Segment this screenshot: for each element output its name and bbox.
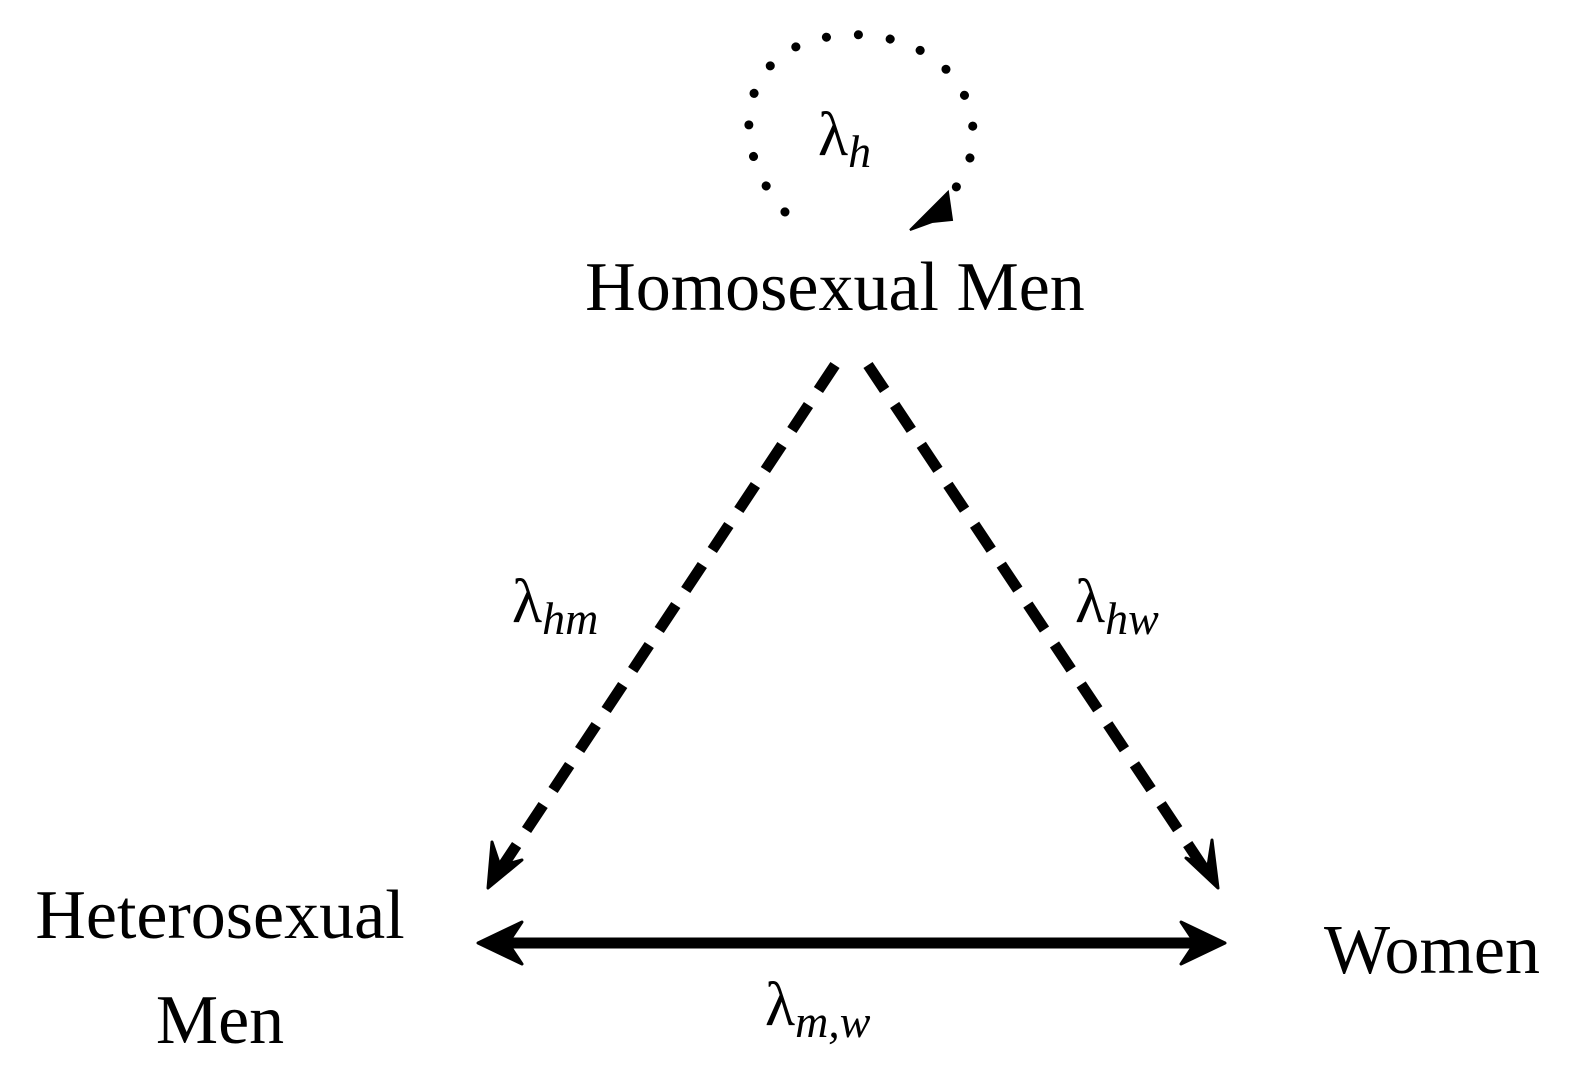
arrowhead-right [1179,920,1227,966]
lambda-mw-label: λm,w [765,971,871,1047]
lambda-hm-symbol: λ [512,568,542,636]
node-heterosexual-men-line2: Men [156,982,284,1059]
node-homosexual-men: Homosexual Men [585,249,1085,326]
arrowhead-women [1184,838,1220,890]
self-loop-arrowhead [909,189,954,231]
lambda-mw-symbol: λ [765,971,795,1039]
lambda-h-subscript: h [848,126,871,177]
node-women: Women [1324,912,1540,989]
lambda-hw-subscript: hw [1105,593,1159,644]
node-heterosexual-men-line1: Heterosexual [35,877,404,954]
arrowhead-hetero [486,840,524,890]
lambda-h-symbol: λ [818,101,848,169]
lambda-hm-label: λhm [512,568,598,644]
self-loop-edge [744,30,978,217]
edge-homo-to-women [863,361,1210,874]
lambda-hm-subscript: hm [542,593,598,644]
lambda-h-label: λh [818,101,871,177]
edge-homo-to-hetero [495,361,840,874]
lambda-hw-symbol: λ [1075,568,1105,636]
arrowhead-left [476,920,524,966]
lambda-mw-subscript: m,w [795,996,871,1047]
lambda-hw-label: λhw [1075,568,1159,644]
